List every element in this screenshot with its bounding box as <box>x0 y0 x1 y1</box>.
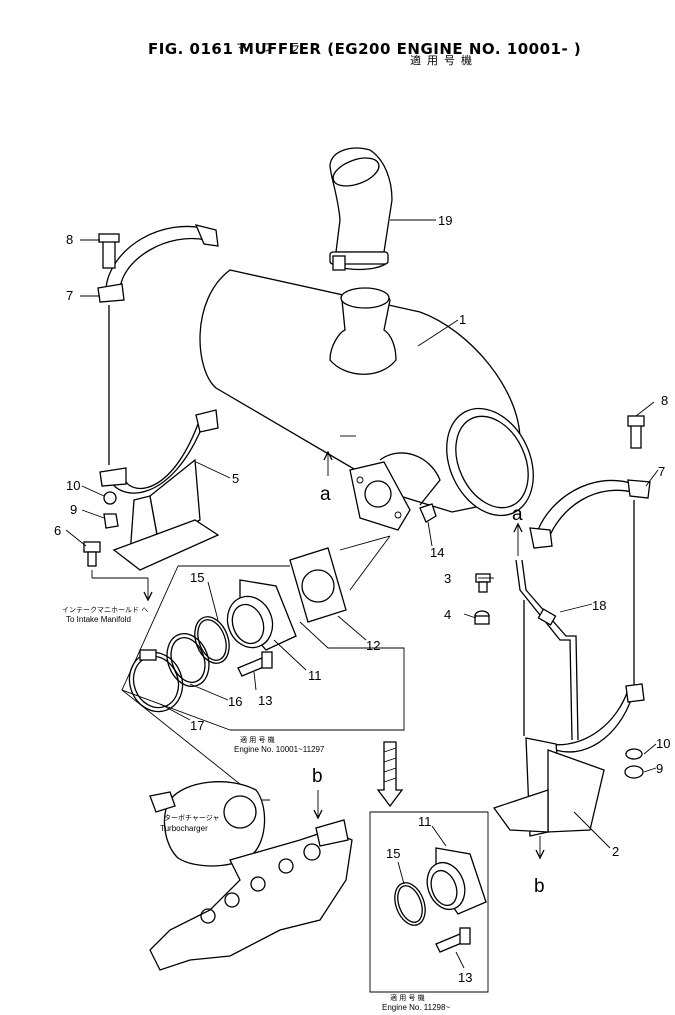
flow-arrow-a <box>323 435 356 476</box>
callout-18: 18 <box>592 598 606 613</box>
flow-arrow-b <box>313 790 323 820</box>
title-jp-muffler: マ フ ラ <box>236 41 306 54</box>
bolt-3-spacer-4 <box>474 573 491 625</box>
callout-5: 5 <box>232 471 239 486</box>
note-engine1-jp: 適 用 号 機 <box>240 735 275 744</box>
note-engine2-en: Engine No. 11298~ <box>382 1003 450 1012</box>
callout-2: 2 <box>612 844 619 859</box>
gasket <box>289 535 391 623</box>
coupling-flange <box>226 579 297 651</box>
callout-8-left: 8 <box>66 232 73 247</box>
callout-11-lower: 11 <box>418 814 432 829</box>
leader-lines <box>65 219 659 969</box>
callout-15-lower: 15 <box>386 846 400 861</box>
callout-9-right: 9 <box>656 761 663 776</box>
letter-a-muffler: a <box>320 484 331 505</box>
callout-3: 3 <box>444 571 451 586</box>
callout-13-upper: 13 <box>258 693 272 708</box>
note-engine1-en: Engine No. 10001~11297 <box>234 745 325 754</box>
letter-a-pipe: a <box>512 504 523 525</box>
letter-b-turbo: b <box>312 766 323 787</box>
callout-8-right: 8 <box>661 393 668 408</box>
callout-7-left: 7 <box>66 288 73 303</box>
left-bracket <box>83 305 220 602</box>
callout-14: 14 <box>430 545 444 560</box>
callout-labels: 1 2 3 4 5 6 7 7 8 8 9 9 10 10 11 11 12 1… <box>54 213 670 985</box>
callout-9-left: 9 <box>70 502 77 517</box>
callout-12: 12 <box>366 638 380 653</box>
note-engine2-jp: 適 用 号 機 <box>390 993 425 1002</box>
note-intake-en: To Intake Manifold <box>66 615 131 624</box>
figure-title: FIG. 0161 MUFFLER (EG200 ENGINE NO. 1000… <box>148 40 582 58</box>
callout-15-upper: 15 <box>190 570 204 585</box>
title-japanese: マ フ ラ 適用号機 <box>0 26 675 67</box>
drain-pipe <box>513 522 579 741</box>
right-clamps <box>529 415 651 779</box>
muffler-body <box>199 269 534 531</box>
callout-7-right: 7 <box>658 464 665 479</box>
callout-6: 6 <box>54 523 61 538</box>
letter-b-bracket: b <box>534 876 545 897</box>
variant-arrow <box>376 741 404 808</box>
callout-10-right: 10 <box>656 736 670 751</box>
nut-14 <box>419 503 437 523</box>
callout-19: 19 <box>438 213 452 228</box>
note-turbo-en: Turbocharger <box>160 824 208 833</box>
turbocharger-manifold <box>149 781 353 971</box>
callout-1: 1 <box>459 312 466 327</box>
callout-13-lower: 13 <box>458 970 472 985</box>
seal-rings <box>128 616 230 713</box>
tail-pipe <box>329 147 393 271</box>
right-bracket <box>492 600 605 860</box>
callout-10-left: 10 <box>66 478 80 493</box>
callout-17: 17 <box>190 718 204 733</box>
flow-letters: a a b b <box>312 484 545 897</box>
engine-range-outline <box>121 565 405 801</box>
callout-11-upper: 11 <box>308 668 322 683</box>
notes: インテークマニホールド へ To Intake Manifold ターボチャージ… <box>62 606 450 1012</box>
variant-box <box>369 811 489 993</box>
note-turbo-jp: ターボチャージャ <box>164 813 219 822</box>
bolt-13-upper <box>237 651 273 677</box>
callout-16: 16 <box>228 694 242 709</box>
title-jp-applicable: 適用号機 <box>410 54 478 67</box>
left-clamp-upper <box>97 224 219 303</box>
note-intake-jp: インテークマニホールド へ <box>62 606 148 614</box>
callout-4: 4 <box>444 607 451 622</box>
